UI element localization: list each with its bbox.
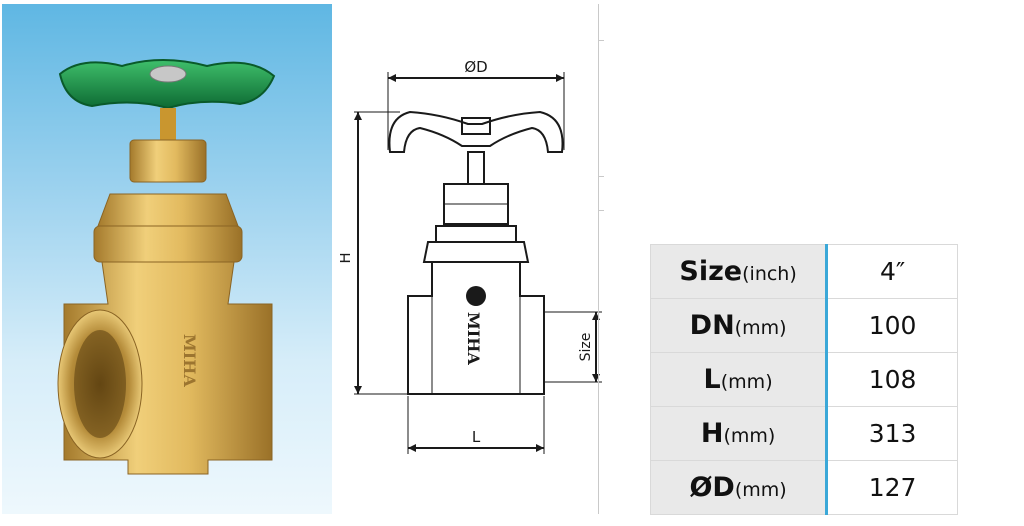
spec-unit: (mm) <box>734 479 787 501</box>
spec-table: Size(inch) 4″ DN(mm) 100 L(mm) 108 H(mm)… <box>649 244 958 515</box>
dim-d-arrow-right <box>556 74 564 82</box>
dim-l-label: L <box>472 428 481 446</box>
gland-nut-shape <box>129 139 207 183</box>
spec-label: Size(inch) <box>649 244 829 299</box>
drawing-brand-text: MIHA <box>464 312 483 365</box>
valve-drawing-svg: MIHA ØD H L Size <box>336 58 602 454</box>
bonnet-collar-shape <box>93 225 243 263</box>
spec-label: H(mm) <box>649 406 829 461</box>
spec-unit: (mm) <box>720 371 773 393</box>
divider-tick <box>598 40 604 41</box>
spec-key: H <box>700 418 724 449</box>
spec-key: DN <box>689 310 735 341</box>
spec-key: Size <box>679 256 743 287</box>
dim-d-arrow-left <box>388 74 396 82</box>
spec-unit: (inch) <box>742 263 797 285</box>
spec-value: 127 <box>826 460 958 515</box>
spec-label: ØD(mm) <box>649 460 829 515</box>
spec-label: DN(mm) <box>649 298 829 353</box>
dim-l-arrow-left <box>408 444 416 452</box>
dim-h-arrow-top <box>354 112 362 120</box>
bonnet-shape <box>97 193 239 227</box>
spec-value: 100 <box>826 298 958 353</box>
drawing-bonnet-top <box>435 225 517 243</box>
dim-h-label: H <box>340 252 354 263</box>
drawing-bonnet <box>422 241 530 263</box>
photo-brand-text: MIHA <box>180 334 199 387</box>
table-row: L(mm) 108 <box>649 352 958 407</box>
handwheel-nut <box>149 65 187 83</box>
drawing-handwheel-nut <box>461 117 491 135</box>
page-divider <box>598 4 599 514</box>
spec-key: L <box>703 364 721 395</box>
stem-shape <box>160 108 176 142</box>
dim-d-label: ØD <box>464 58 487 76</box>
drawing-logo-mark <box>466 286 486 306</box>
table-row: ØD(mm) 127 <box>649 460 958 515</box>
spec-value: 4″ <box>826 244 958 299</box>
table-row: H(mm) 313 <box>649 406 958 461</box>
spec-value: 108 <box>826 352 958 407</box>
divider-tick <box>598 210 604 211</box>
spec-unit: (mm) <box>734 317 787 339</box>
handwheel-shape <box>58 59 276 110</box>
divider-tick <box>598 176 604 177</box>
product-photo: MIHA <box>2 4 332 514</box>
drawing-body <box>407 261 545 395</box>
spec-value: 313 <box>826 406 958 461</box>
spec-label: L(mm) <box>649 352 829 407</box>
table-row: Size(inch) 4″ <box>649 244 958 299</box>
dim-size-label: Size <box>578 333 594 362</box>
technical-drawing: MIHA ØD H L Size <box>336 0 620 522</box>
spec-unit: (mm) <box>723 425 776 447</box>
gate-valve-photo: MIHA <box>57 59 276 475</box>
drawing-handwheel <box>388 110 564 153</box>
drawing-stem <box>467 151 485 185</box>
table-row: DN(mm) 100 <box>649 298 958 353</box>
spec-key: ØD <box>689 472 735 503</box>
dim-l-arrow-right <box>536 444 544 452</box>
dim-h-arrow-bottom <box>354 386 362 394</box>
port-inner-shape <box>74 330 126 438</box>
